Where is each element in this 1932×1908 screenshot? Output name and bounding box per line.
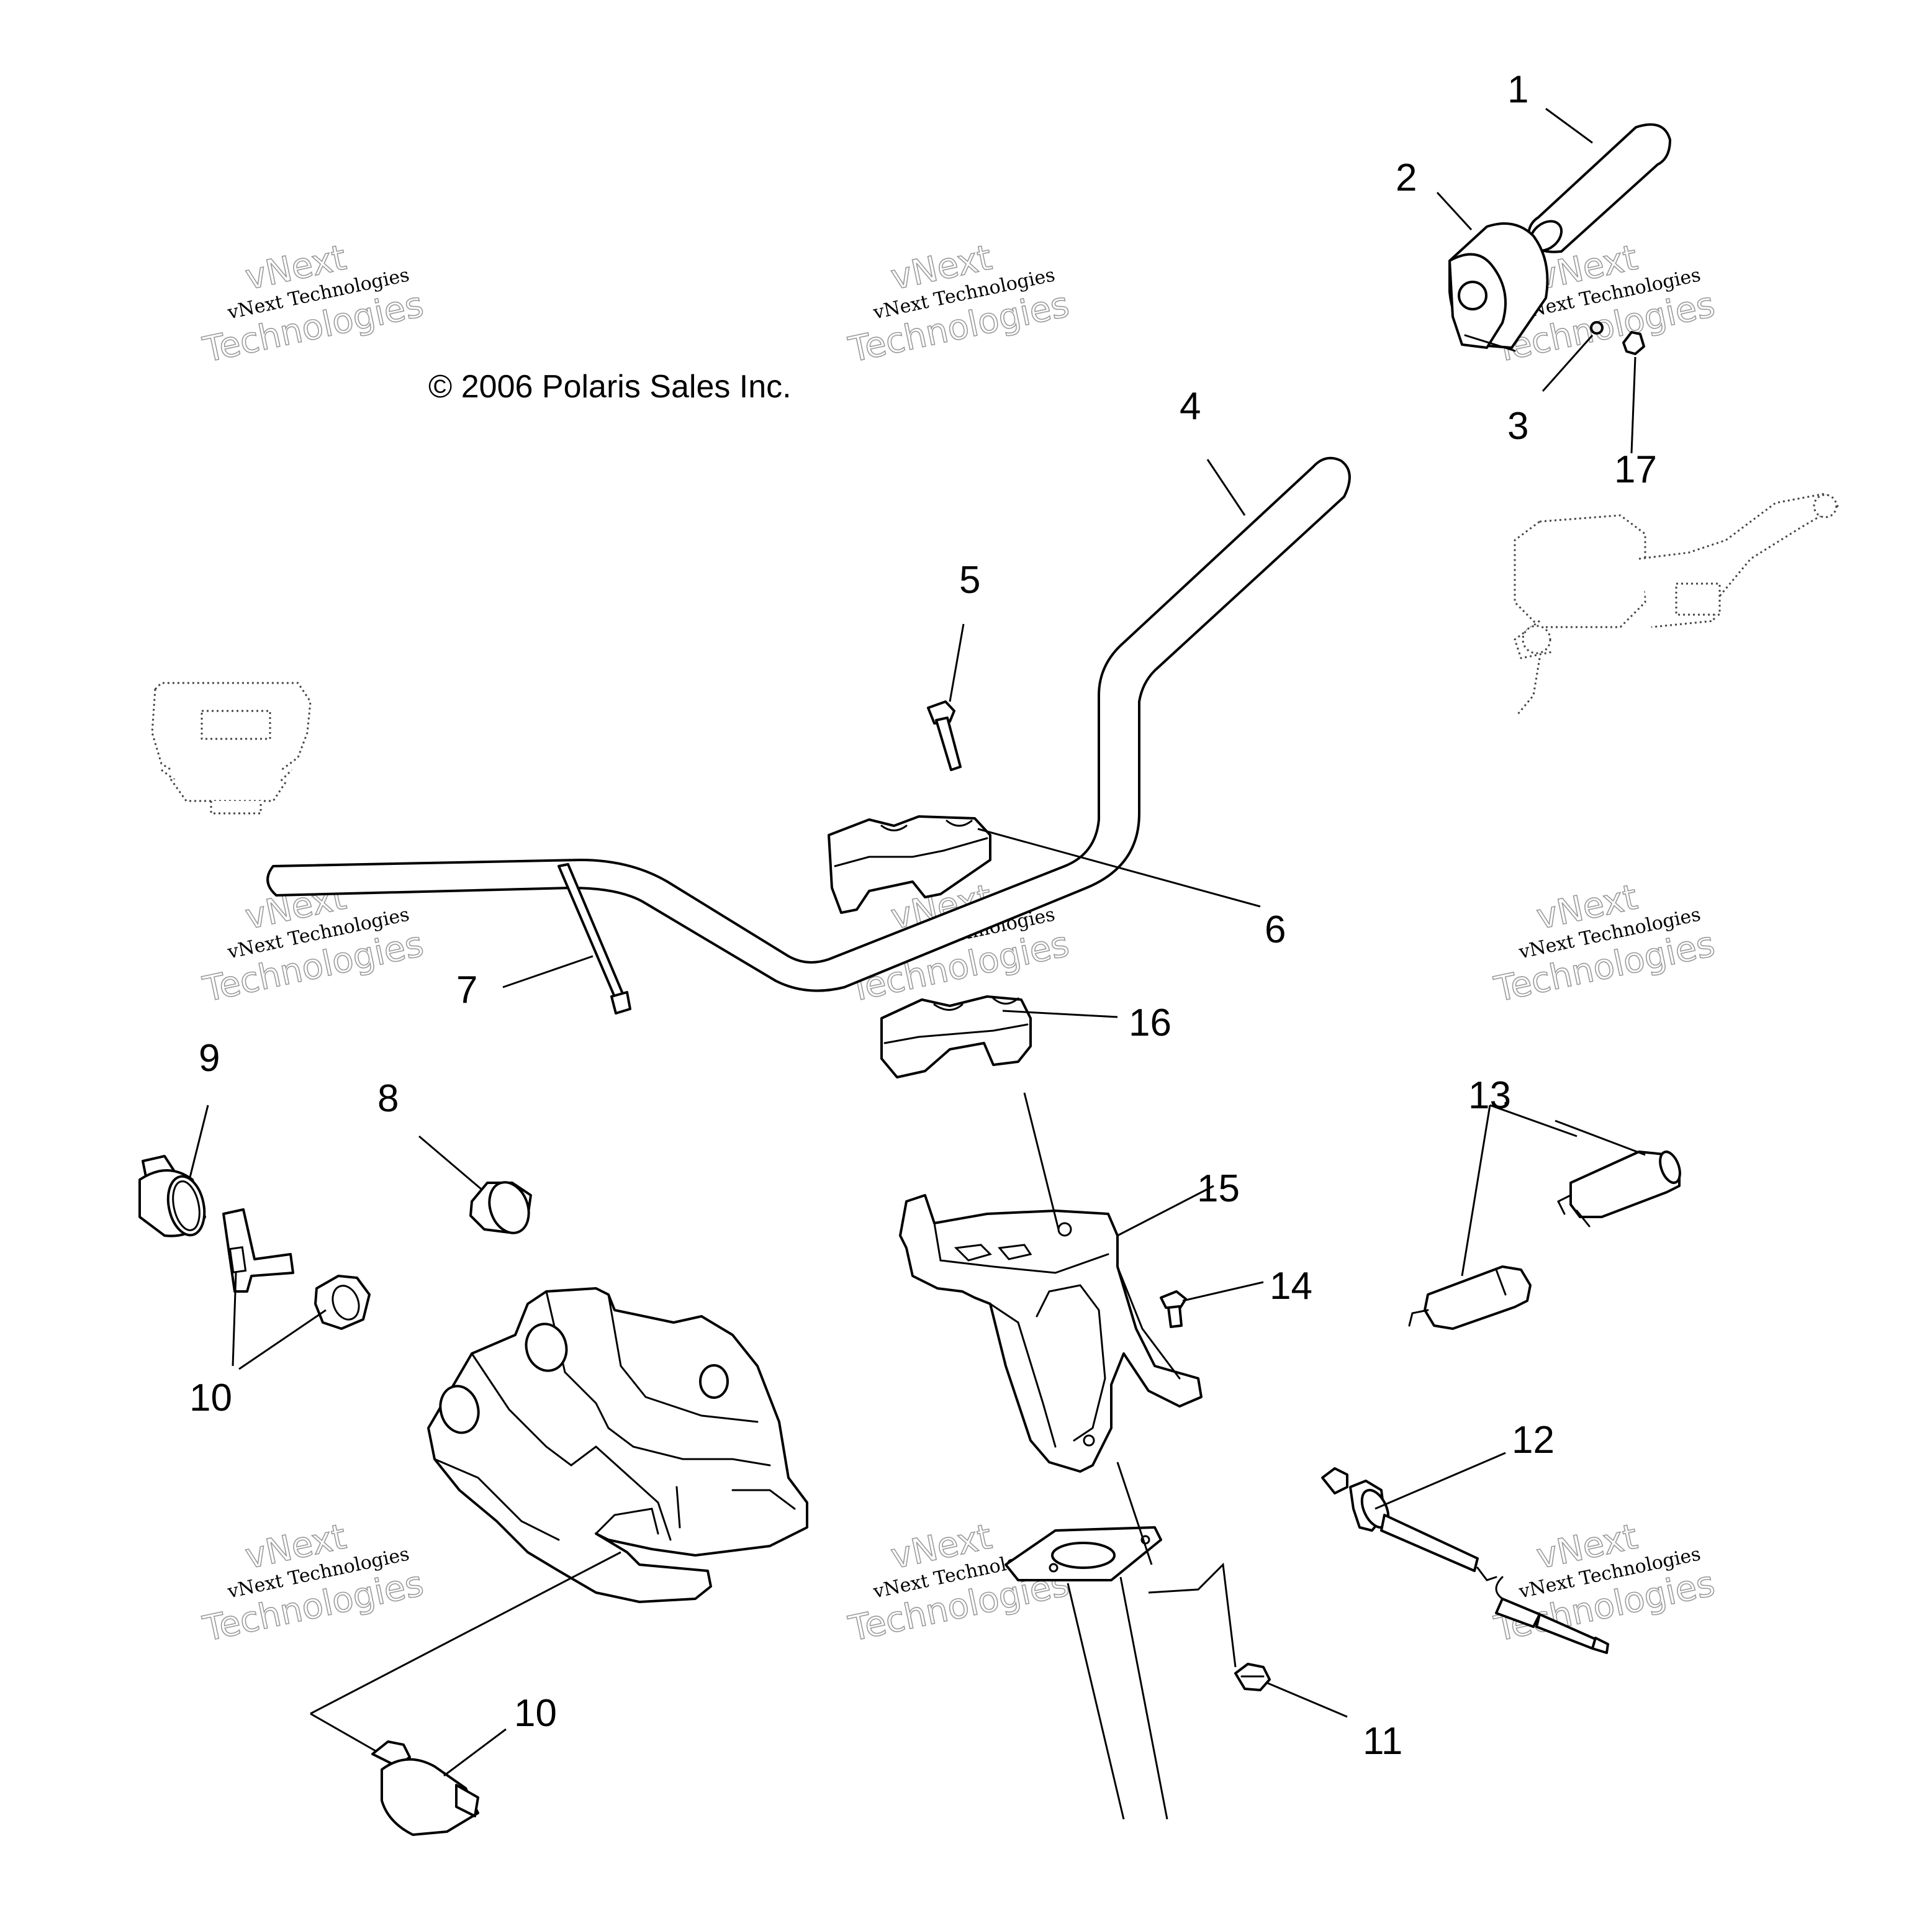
- part-2-throttle-housing: [1448, 222, 1549, 352]
- part-4-handlebar: [266, 456, 1351, 992]
- part-13-plug-a: [1556, 1151, 1681, 1228]
- part-10-key: [222, 1208, 294, 1293]
- ghost-brake-lever-assembly: [1514, 492, 1839, 715]
- part-6-upper-clamp: [828, 815, 991, 914]
- callout-11: 11: [1363, 1720, 1402, 1763]
- part-11-nut: [1234, 1663, 1271, 1691]
- part-14-screw: [1160, 1290, 1187, 1328]
- part-10-nut: [314, 1275, 371, 1330]
- callout-4: 4: [1180, 385, 1201, 428]
- part-17-cap: [1622, 331, 1645, 355]
- watermark-9: vNext vNext Technologies Technologies: [1491, 1516, 1719, 1650]
- callout-15: 15: [1197, 1167, 1240, 1210]
- part-7-cable-tie: [557, 863, 631, 1015]
- steering-post: [1004, 1092, 1168, 1820]
- callout-16: 16: [1129, 1001, 1171, 1044]
- callout-9: 9: [199, 1037, 220, 1080]
- callout-13: 13: [1468, 1074, 1511, 1117]
- watermark-6: vNext vNext Technologies Technologies: [1491, 877, 1719, 1011]
- callout-14: 14: [1270, 1265, 1312, 1308]
- part-5-bolt: [927, 700, 962, 771]
- part-13-plug-b: [1408, 1265, 1532, 1330]
- part-12-choke-cable: [1321, 1467, 1609, 1654]
- leader-lines: [188, 107, 1646, 1777]
- part-1-grip: [1527, 123, 1671, 253]
- callout-10-lower: 10: [514, 1692, 557, 1735]
- part-15-bracket: [899, 1194, 1203, 1473]
- watermark-1: vNext vNext Technologies Technologies: [199, 237, 428, 371]
- callout-12: 12: [1512, 1419, 1555, 1462]
- part-10-switch: [371, 1740, 479, 1836]
- watermark-7: vNext vNext Technologies Technologies: [199, 1516, 428, 1650]
- callout-7: 7: [456, 969, 477, 1011]
- copyright-notice: © 2006 Polaris Sales Inc.: [428, 369, 792, 405]
- callout-2: 2: [1396, 156, 1417, 199]
- callout-1: 1: [1507, 68, 1528, 111]
- part-9-knob: [138, 1155, 206, 1237]
- callout-5: 5: [959, 559, 980, 602]
- headlight-pod-housing: [427, 1287, 808, 1603]
- callout-17: 17: [1614, 448, 1657, 491]
- callout-10-upper: 10: [189, 1377, 232, 1419]
- part-3-screw: [1590, 321, 1604, 335]
- part-16-lower-clamp: [880, 995, 1032, 1078]
- callout-3: 3: [1507, 405, 1528, 448]
- part-8-grommet: [469, 1181, 532, 1234]
- callout-6: 6: [1265, 908, 1286, 951]
- callout-8: 8: [377, 1077, 399, 1120]
- watermark-2: vNext vNext Technologies Technologies: [845, 237, 1073, 371]
- ghost-display-unit: [151, 682, 312, 815]
